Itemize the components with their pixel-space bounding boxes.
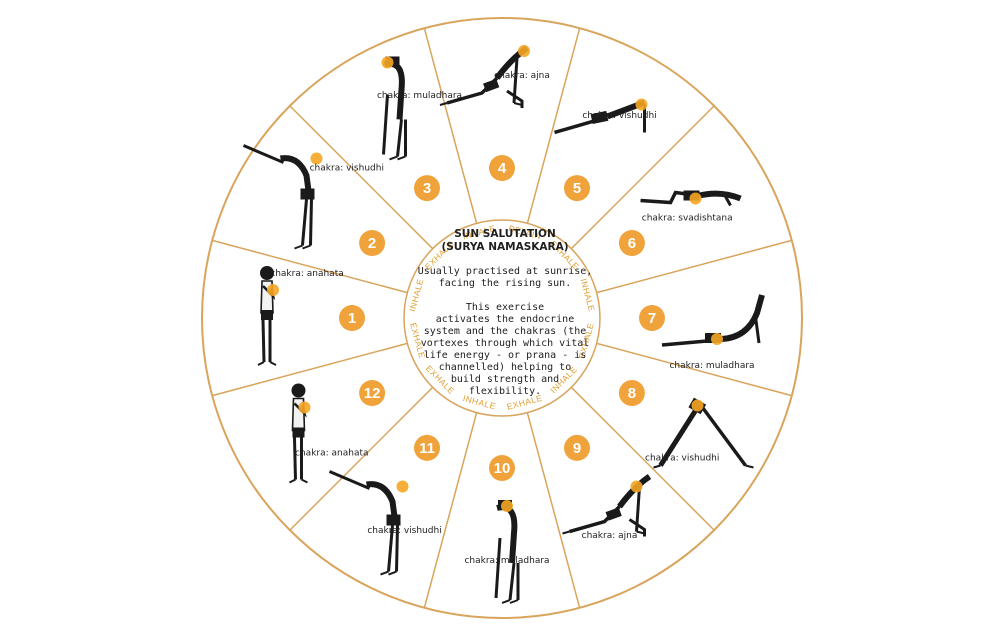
step-number: 10	[494, 460, 511, 477]
chakra-dot	[310, 152, 323, 165]
chakra-label: chakra: ajna	[494, 71, 550, 81]
step-number-badge	[564, 434, 590, 461]
chakra-dot	[298, 401, 311, 414]
raised-arms-pose-icon	[330, 472, 409, 575]
description-line: flexibility.	[468, 386, 542, 397]
chakra-label: chakra: anahata	[295, 449, 369, 459]
downward-dog-pose-icon	[654, 398, 754, 468]
chakra-label: chakra: vishudhi	[367, 526, 441, 536]
step-number: 4	[498, 160, 507, 177]
standing-prayer-pose-icon	[256, 264, 279, 367]
forward-bend-pose-icon	[382, 56, 406, 159]
step-number: 2	[368, 235, 376, 252]
chakra-dot	[711, 333, 723, 345]
step-number: 3	[423, 180, 431, 197]
standing-prayer-pose-icon	[287, 382, 311, 484]
diagram-subtitle: (SURYA NAMASKARA)	[441, 241, 569, 253]
step-number-badge	[618, 380, 645, 406]
sector-divider	[423, 28, 478, 224]
chakra-dot	[630, 480, 643, 493]
step-number-badge	[639, 305, 665, 331]
sector-divider	[596, 342, 792, 397]
chakra-label: chakra: anahata	[270, 269, 344, 279]
standing-prayer-pose-icon-body	[287, 382, 309, 484]
description-line: channelled) helping to	[438, 362, 572, 373]
forward-bend-pose-icon-body	[384, 56, 406, 159]
chakra-label: chakra: muladhara	[464, 556, 549, 566]
chakra-dot	[267, 284, 279, 296]
step-number: 12	[364, 385, 381, 402]
raised-arms-pose-icon-body	[330, 472, 401, 575]
chakra-dot	[518, 45, 530, 57]
sector-divider	[289, 105, 434, 250]
description-line: system and the chakras (the	[423, 326, 587, 337]
step-number: 11	[419, 440, 435, 457]
intro-line: Usually practised at sunrise,	[417, 266, 593, 277]
chakra-label: chakra: vishudhi	[645, 454, 719, 464]
step-number: 8	[628, 385, 636, 402]
chakra-dot	[691, 399, 704, 412]
sector-divider	[526, 412, 581, 608]
chakra-dot	[689, 192, 702, 205]
step-number: 1	[348, 310, 356, 327]
step-number: 5	[573, 180, 581, 197]
raised-arms-pose-icon-body	[243, 146, 314, 249]
chakra-dot	[396, 480, 409, 493]
sector-divider	[212, 342, 408, 397]
intro-text: Usually practised at sunrise, facing the…	[395, 266, 615, 290]
sector-divider	[570, 105, 715, 250]
description-line: This exercise	[465, 302, 545, 313]
chakra-dot	[501, 500, 513, 512]
step-number-badge	[489, 155, 515, 181]
chakra-label: chakra: ajna	[582, 531, 638, 541]
chakra-label: chakra: svadishtana	[642, 214, 733, 224]
description-line: activates the endocrine	[435, 314, 575, 325]
description-line: life energy - or prana - is	[423, 350, 587, 361]
step-number-badge	[489, 455, 515, 481]
cobra-pose-icon	[662, 295, 762, 345]
center-description: SUN SALUTATION (SURYA NAMASKARA) Usually…	[395, 228, 615, 398]
step-number: 7	[648, 310, 656, 327]
sector-divider	[596, 239, 792, 294]
sector-divider	[570, 386, 715, 531]
step-number-badge	[618, 230, 645, 256]
chakra-label: chakra: vishudhi	[582, 111, 656, 121]
step-number-badge	[359, 380, 386, 406]
chakra-label: chakra: muladhara	[669, 361, 754, 371]
sector-divider	[526, 28, 581, 224]
chakra-label: chakra: vishudhi	[310, 164, 384, 174]
diagram-title: SUN SALUTATION	[454, 228, 556, 240]
step-number: 9	[573, 440, 581, 457]
step-number-badge	[564, 175, 590, 202]
raised-arms-pose-icon	[243, 146, 323, 249]
lunge-pose-icon	[563, 477, 650, 537]
step-number-badge	[339, 305, 365, 331]
step-number-badge	[414, 434, 440, 461]
plank-pose-icon	[555, 98, 648, 132]
chakra-label: chakra: muladhara	[377, 91, 462, 101]
standing-prayer-pose-icon-body	[256, 264, 278, 367]
step-number-badge	[359, 230, 386, 256]
lunge-pose-icon	[440, 45, 530, 108]
sector-divider	[212, 239, 408, 294]
chakra-dot	[635, 98, 648, 111]
eight-point-pose-icon	[641, 191, 741, 206]
step-number-badge	[414, 175, 440, 202]
description-line: build strength and	[450, 374, 560, 385]
intro-line: facing the rising sun.	[438, 278, 572, 289]
description-line: vortexes through which vital	[420, 338, 590, 349]
chakra-dot	[381, 56, 394, 69]
description-text: This exercise activates the endocrine sy…	[395, 302, 615, 398]
step-number: 6	[628, 235, 636, 252]
forward-bend-pose-icon-body	[496, 500, 518, 603]
forward-bend-pose-icon	[496, 500, 518, 603]
sector-divider	[423, 412, 478, 608]
sector-divider	[289, 386, 434, 531]
